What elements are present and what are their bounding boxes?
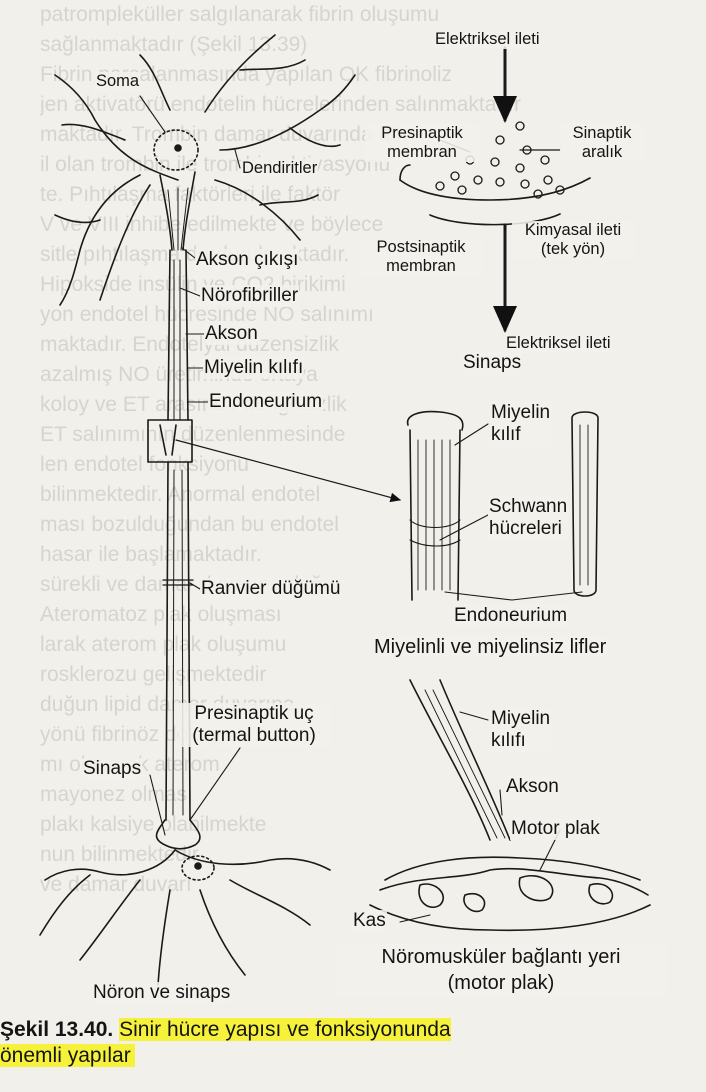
label-fibers-title: Miyelinli ve miyelinsiz lifler xyxy=(373,636,608,658)
label-presynaptic-terminal-line2: (termal button) xyxy=(192,725,316,746)
label-ranvier-node: Ranvier düğümü xyxy=(200,578,342,600)
label-chemical-signal: Kimyasal ileti (tek yön) xyxy=(512,221,634,259)
caption-number: Şekil 13.40. xyxy=(0,1018,114,1041)
myelinated-fiber-drawing xyxy=(175,410,599,601)
label-synaptic-cleft-line1: Sinaptik xyxy=(572,124,632,142)
background-text-line: Fibrin parçalanmasında yapılan OK fibrin… xyxy=(40,63,453,86)
label-synaptic-cleft: Sinaptik aralık xyxy=(560,124,644,162)
label-presynaptic-membrane-line2: membran xyxy=(387,143,457,161)
caption-text-line1: Sinir hücre yapısı ve fonksiyonunda xyxy=(119,1018,451,1041)
label-motor-plate: Motor plak xyxy=(510,818,601,840)
label-endoneurium-fibers: Endoneurium xyxy=(453,605,569,627)
label-nmj-title-line1: Nöromusküler bağlantı yeri xyxy=(381,946,621,968)
label-muscle: Kas xyxy=(352,910,387,932)
label-nmj-myelin-line2: kılıfı xyxy=(491,730,526,751)
label-postsynaptic-membrane-line2: membran xyxy=(386,257,456,275)
label-postsynaptic-membrane: Postsinaptik membran xyxy=(360,238,482,276)
label-neurofibrils: Nörofibriller xyxy=(200,285,300,307)
label-endoneurium: Endoneurium xyxy=(208,391,324,413)
background-text-line: hasar ile başlamaktadır. xyxy=(40,543,262,566)
label-myelin-sheath: Miyelin kılıfı xyxy=(203,357,305,379)
label-myelin: Miyelin kılıf xyxy=(490,402,552,446)
background-text-line: yon endotel hücresinde NO salınımı xyxy=(40,303,374,326)
label-presynaptic-terminal: Presinaptik uç (termal button) xyxy=(178,703,330,747)
label-synapse-title: Sinaps xyxy=(462,352,523,374)
axon-drawing xyxy=(147,249,201,850)
background-text-line: maktadır. Trombin damar duvarında tük- xyxy=(40,123,414,146)
background-text-line: len endotel fonksiyonu xyxy=(40,453,249,476)
label-neuron-and-synapse: Nöron ve sinaps xyxy=(92,982,232,1004)
label-nmj-title-line2: (motor plak) xyxy=(447,972,555,994)
background-text-line: larak aterom plak oluşumu xyxy=(40,633,287,656)
label-nmj-myelin-line1: Miyelin xyxy=(491,708,551,729)
figure-caption: Şekil 13.40. Sinir hücre yapısı ve fonks… xyxy=(0,1017,706,1069)
background-text-line: sağlanmaktadır (Şekil 13.39) xyxy=(40,33,308,56)
background-text-line: plakı kalsiye olabilmekte xyxy=(40,813,267,836)
label-schwann-line2: hücreleri xyxy=(489,518,562,539)
postsynaptic-neuron-drawing xyxy=(39,849,331,986)
label-nmj-title: Nöromusküler bağlantı yeri (motor plak) xyxy=(335,944,667,996)
label-chemical-signal-line1: Kimyasal ileti xyxy=(524,221,622,239)
background-text-line: bilinmektedir. Anormal endotel xyxy=(40,483,321,506)
background-text-line: Ateromatoz plak oluşması xyxy=(40,603,282,626)
synapse-drawing xyxy=(399,46,591,333)
label-synapse-left: Sinaps xyxy=(82,758,143,780)
label-presynaptic-membrane: Presinaptik membran xyxy=(365,124,479,162)
label-soma: Soma xyxy=(95,72,141,91)
label-nmj-axon: Akson xyxy=(505,776,560,798)
label-dendrites: Dendiritler xyxy=(241,159,319,178)
background-text-line: patrompleküller salgılanarak fibrin oluş… xyxy=(40,3,440,26)
background-text-line: ve damar duvarı xyxy=(40,873,192,896)
neuromuscular-junction-drawing xyxy=(369,679,651,932)
background-text-line: maktadır. Endotelyal düzensizlik xyxy=(40,333,339,356)
neuron-soma-drawing xyxy=(54,34,356,306)
label-axon-hillock: Akson çıkışı xyxy=(195,249,300,271)
background-text-line: rosklerozu gelişmektedir xyxy=(40,663,267,686)
label-myelin-line1: Miyelin xyxy=(491,402,551,423)
label-schwann-line1: Schwann xyxy=(489,496,568,517)
label-presynaptic-membrane-line1: Presinaptik xyxy=(381,124,463,142)
label-postsynaptic-membrane-line1: Postsinaptik xyxy=(376,238,466,256)
caption-text-line2: önemli yapılar xyxy=(0,1044,135,1067)
label-chemical-signal-line2: (tek yön) xyxy=(540,240,606,258)
label-schwann-cells: Schwann hücreleri xyxy=(488,496,569,540)
background-text-line: jen aktivatörü endotelin hücrelerinden s… xyxy=(40,93,521,116)
background-text-line: nun bilinmektedir xyxy=(40,843,199,866)
label-electrical-signal-bottom: Elektriksel ileti xyxy=(505,334,612,353)
label-presynaptic-terminal-line1: Presinaptik uç xyxy=(194,703,314,724)
background-text-line: te. Pıhtılaşma faktörleri ile faktör xyxy=(40,183,340,206)
label-synaptic-cleft-line2: aralık xyxy=(581,143,623,161)
label-nmj-myelin: Miyelin kılıfı xyxy=(490,708,552,752)
background-text-line: ması bozulduğundan bu endotel xyxy=(40,513,339,536)
background-text: patrompleküller salgılanarak fibrin oluş… xyxy=(40,0,706,1040)
label-myelin-line2: kılıf xyxy=(491,424,521,445)
label-axon: Akson xyxy=(204,323,259,345)
background-text-line: mayonez olması xyxy=(40,783,193,806)
label-electrical-signal-top: Elektriksel ileti xyxy=(434,30,541,49)
